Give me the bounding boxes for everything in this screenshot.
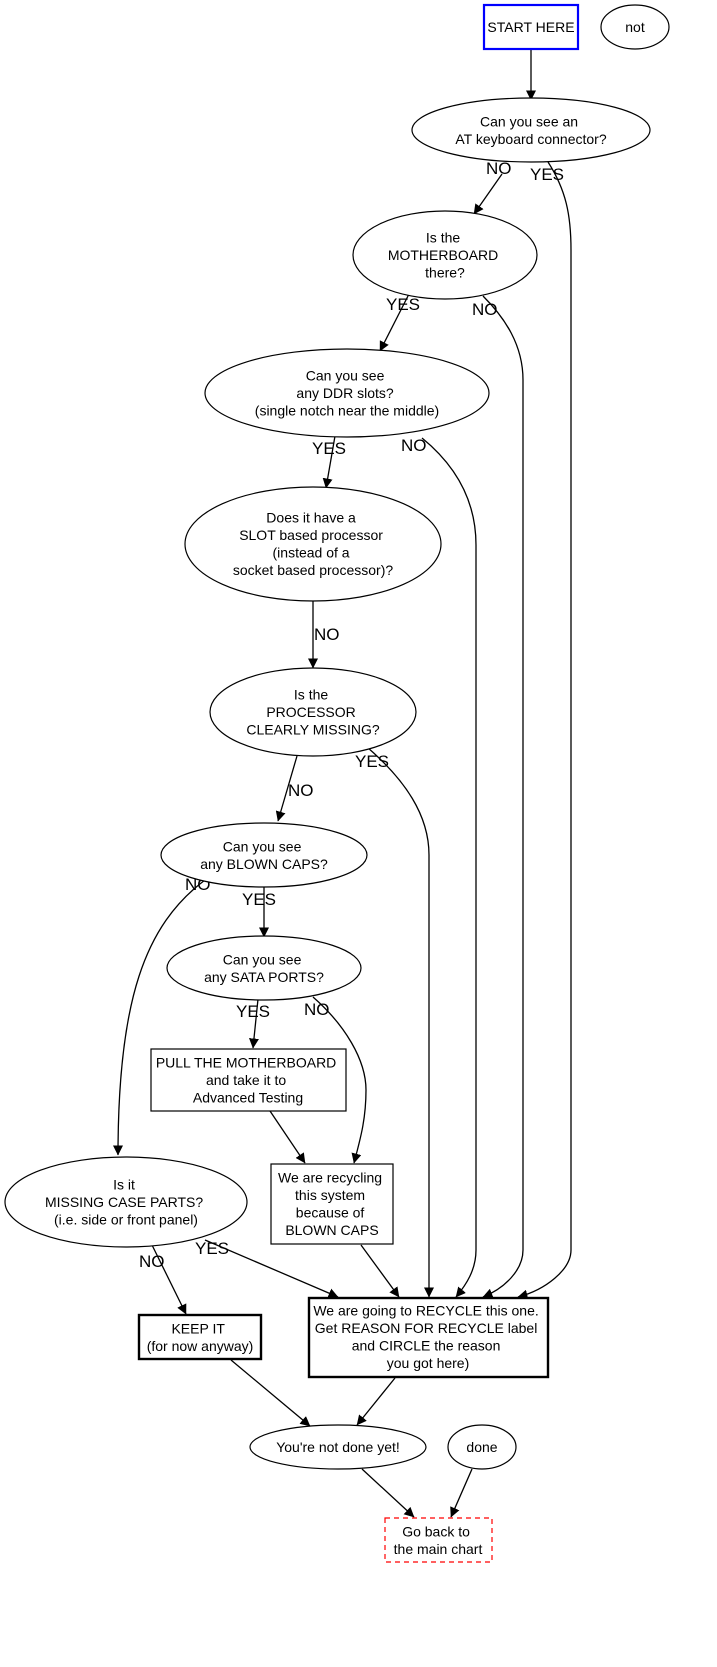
edge-label-cpu-yes: YES [355,752,389,771]
node-not-text: not [625,19,645,35]
edge-cpu-no: NO [275,755,314,822]
nodes-layer: START HERE not Can you see an AT keyboar… [4,3,670,1563]
node-not-done-yet: You're not done yet! [249,1424,427,1470]
node-pull-motherboard-text: PULL THE MOTHERBOARD and take it to Adva… [156,1054,340,1105]
node-at-keyboard-question: Can you see an AT keyboard connector? [411,97,651,163]
node-slot-processor-text: Does it have a SLOT based processor (ins… [233,509,394,578]
node-case-parts-question: Is it MISSING CASE PARTS? (i.e. side or … [4,1156,248,1248]
edge-ddr-no: NO [401,436,477,1298]
node-recycling-blown-caps: We are recycling this system because of … [270,1163,394,1245]
edge-mobo-no: NO [472,295,524,1299]
node-recycle-this-one: We are going to RECYCLE this one. Get RE… [307,1296,550,1379]
node-main-chart-link[interactable]: Go back to the main chart [384,1517,493,1563]
edge-done-to-main [450,1468,473,1518]
edge-label-slot-no: NO [314,625,340,644]
node-not: not [600,4,670,50]
node-recycle-this-one-text: We are going to RECYCLE this one. Get RE… [313,1302,542,1371]
edge-recycle-to-notdone [356,1377,396,1426]
node-pull-motherboard: PULL THE MOTHERBOARD and take it to Adva… [150,1048,347,1112]
edge-label-case-no: NO [139,1252,165,1271]
edge-ddr-yes: YES [312,435,346,489]
edge-pull-to-caps [269,1110,306,1164]
node-sata-ports-text: Can you see any SATA PORTS? [204,952,324,986]
edge-label-caps-yes: YES [242,890,276,909]
edge-keep-to-notdone [230,1359,311,1427]
node-processor-missing-question: Is the PROCESSOR CLEARLY MISSING? [209,667,417,757]
edge-sata-no: NO [304,996,367,1164]
edge-slot-no: NO [308,601,340,669]
node-slot-processor-question: Does it have a SLOT based processor (ins… [184,486,442,602]
node-main-chart-text: Go back to the main chart [394,1524,483,1558]
node-start-here-text: START HERE [487,19,574,35]
node-start-here: START HERE [482,3,580,51]
node-at-keyboard-text: Can you see an AT keyboard connector? [455,114,606,148]
node-sata-ports-question: Can you see any SATA PORTS? [166,935,362,1001]
node-done: done [447,1424,517,1470]
edge-label-ddr-yes: YES [312,439,346,458]
edge-at-no: NO [473,159,512,215]
edge-caps-yes: YES [242,886,276,938]
edge-label-at-yes: YES [530,165,564,184]
edge-cpu-yes: YES [355,746,434,1298]
node-ddr-text: Can you see any DDR slots? (single notch… [255,367,439,418]
edge-caps-to-recycle [360,1244,400,1298]
edge-case-yes: YES [195,1239,339,1298]
node-not-done-yet-text: You're not done yet! [276,1439,400,1455]
node-case-parts-text: Is it MISSING CASE PARTS? (i.e. side or … [45,1176,207,1227]
edge-label-ddr-no: NO [401,436,427,455]
edge-label-at-no: NO [486,159,512,178]
edge-caps-no: NO [113,875,211,1156]
edge-notdone-to-main [361,1468,415,1518]
edge-label-case-yes: YES [195,1239,229,1258]
edge-at-yes: YES [517,161,572,1300]
node-motherboard-text: Is the MOTHERBOARD there? [388,229,502,280]
node-recycling-blown-caps-text: We are recycling this system because of … [278,1169,386,1238]
edge-label-mobo-yes: YES [386,295,420,314]
edge-case-no: NO [139,1244,187,1315]
edges-layer: NO YES YES NO YES NO NO NO [113,50,572,1518]
node-blown-caps-question: Can you see any BLOWN CAPS? [160,822,368,888]
node-blown-caps-text: Can you see any BLOWN CAPS? [200,839,328,873]
node-motherboard-question: Is the MOTHERBOARD there? [352,210,538,300]
edge-label-sata-yes: YES [236,1002,270,1021]
node-keep-it-text: KEEP IT (for now anyway) [147,1321,254,1355]
edge-label-sata-no: NO [304,1000,330,1019]
node-keep-it: KEEP IT (for now anyway) [137,1313,263,1361]
edge-mobo-yes: YES [379,293,420,352]
edge-sata-yes: YES [236,998,270,1049]
node-done-text: done [466,1439,497,1455]
node-ddr-question: Can you see any DDR slots? (single notch… [204,348,490,438]
edge-label-cpu-no: NO [288,781,314,800]
edge-label-mobo-no: NO [472,300,498,319]
node-processor-missing-text: Is the PROCESSOR CLEARLY MISSING? [246,686,380,737]
